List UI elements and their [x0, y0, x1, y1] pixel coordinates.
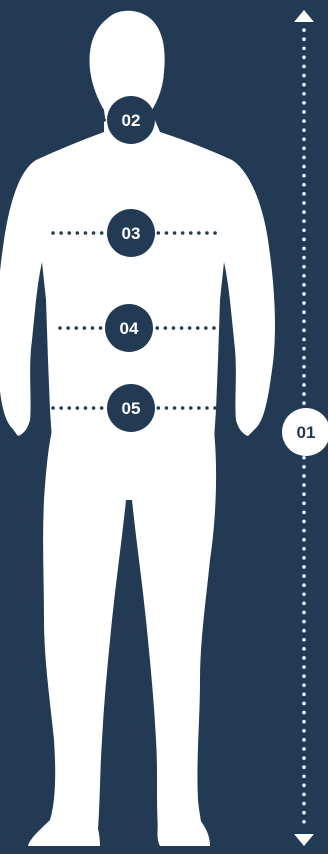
waist-marker-label: 04 — [120, 319, 139, 338]
left-shoe-shape — [28, 820, 100, 846]
hips-marker-label: 05 — [122, 399, 141, 418]
right-shoe-shape — [158, 820, 211, 846]
height-marker-label: 01 — [297, 423, 316, 442]
chest-marker-label: 03 — [122, 224, 141, 243]
height-measure: 01 — [282, 10, 328, 846]
legs-shape — [43, 430, 216, 844]
arrow-down-icon — [294, 834, 314, 846]
neck-marker-label: 02 — [122, 111, 141, 130]
arrow-up-icon — [294, 10, 314, 22]
